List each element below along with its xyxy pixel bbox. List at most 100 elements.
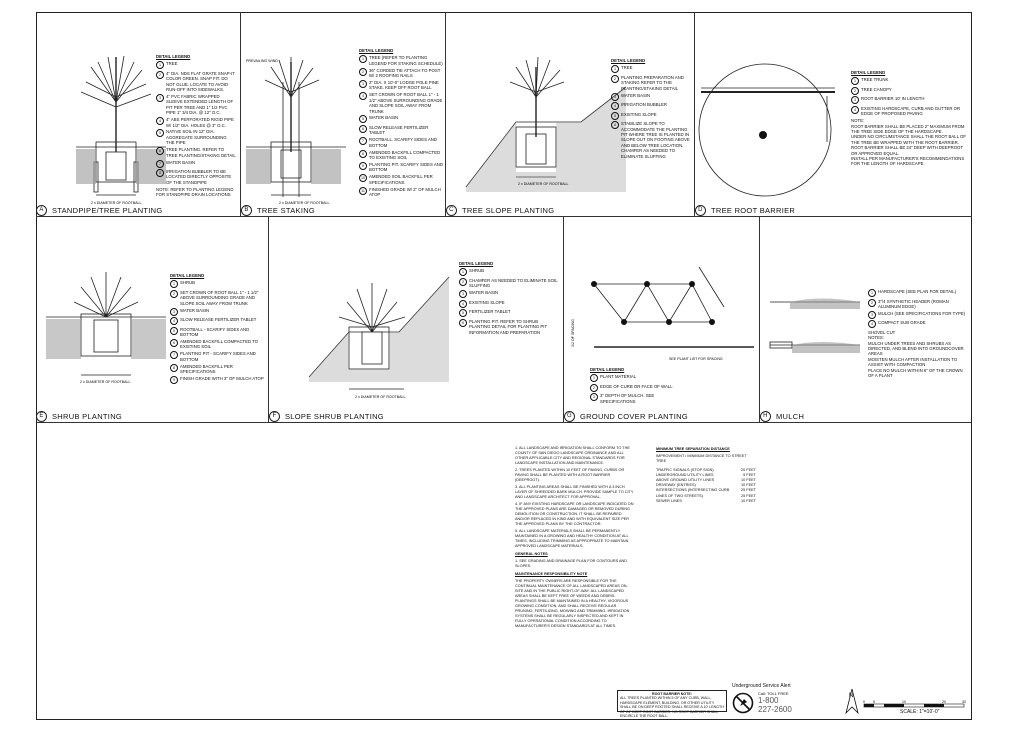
scale-tick: 10 [902, 700, 906, 704]
panel-f: 2 x DIAMETER OF ROOTBALL DETAIL LEGEND 1… [269, 217, 564, 423]
panel-h-title: H MULCH [760, 410, 804, 422]
separation-row: DRIVEWAY (ENTRIES)10 FEET [656, 483, 756, 488]
half-spacing-label: 1/2 OF SPACING [571, 319, 575, 347]
note: ROOT BARRIER SHALL BE 24" DEEP WITH DEEP… [851, 145, 963, 156]
panel-letter: F [269, 410, 280, 422]
separation-title: MINIMUM TREE SEPARATION DISTANCE [656, 447, 730, 451]
legend-item: 32" DIA. x 10'-0" LODGE POLE PINE STAKE.… [359, 80, 443, 91]
panel-title-text: TREE SLOPE PLANTING [462, 205, 555, 215]
scale-value: 1"=10'-0" [919, 709, 940, 715]
legend-title: DETAIL LEGEND [156, 54, 191, 59]
root-barrier-drawing [698, 63, 835, 197]
general-note: 4. IF ANY EXISTING HARDSCAPE OR LANDSCAP… [515, 502, 634, 526]
scale-tick: 20 [942, 700, 946, 704]
panel-c: 2 x DIAMETER OF ROOTBALL DETAIL LEGEND 1… [446, 12, 695, 217]
panel-a-dim: 2 x DIAMETER OF ROOTBALL [91, 201, 142, 205]
panel-e: 2 x DIAMETER OF ROOTBALL DETAIL LEGEND 1… [36, 217, 269, 423]
panel-g: 1/2 OF SPACING SEE PLANT LIST FOR SPACIN… [564, 217, 760, 423]
general-notes-heading: GENERAL NOTES [515, 552, 548, 556]
panel-title-text: SLOPE SHRUB PLANTING [285, 411, 384, 421]
ground-cover-drawing: 1/2 OF SPACING SEE PLANT LIST FOR SPACIN… [571, 266, 754, 361]
general-note: 2. TREES PLANTED WITHIN 10 FEET OF PAVIN… [515, 468, 625, 482]
panel-title-text: TREE ROOT BARRIER [711, 205, 796, 215]
panel-title-text: MULCH [776, 411, 805, 421]
panel-f-title: F SLOPE SHRUB PLANTING [269, 410, 384, 422]
north-label: N [849, 693, 853, 699]
legend-title: DETAIL LEGEND [170, 273, 205, 278]
panel-a: 2 x DIAMETER OF ROOTBALL DETAIL LEGEND 1… [36, 12, 241, 217]
panel-b-title: B TREE STAKING [241, 204, 315, 216]
scale-tick: 30 [962, 700, 966, 704]
graphic-scale: 0 5 10 20 30 SCALE: 1"=10'-0" [862, 700, 972, 718]
tree-staking-drawing: PREVAILING WIND 2 x DIAMETER OF ROOTBALL [246, 57, 346, 205]
panel-d-title: D TREE ROOT BARRIER [695, 204, 795, 216]
scale-label: SCALE: [900, 709, 918, 715]
panel-letter: B [241, 204, 252, 216]
legend-note: NOTE: REFER TO PLANTING LEGEND FOR STAND… [156, 186, 234, 198]
panel-c-title: C TREE SLOPE PLANTING [446, 204, 554, 216]
general-note: 5. ALL LANDSCAPE MATERIALS SHALL BE PERM… [515, 529, 629, 548]
panel-title-text: SHRUB PLANTING [52, 411, 123, 421]
root-barrier-note: ROOT BARRIER NOTE: ALL TREES PLANTED WIT… [617, 690, 727, 718]
tree-slope-drawing: 2 x DIAMETER OF ROOTBALL [465, 56, 627, 192]
drawing-sheet [36, 12, 972, 720]
legend-title: DETAIL LEGEND [590, 367, 625, 372]
panel-g-dim: SEE PLANT LIST FOR SPACING [669, 357, 723, 361]
panel-e-title: E SHRUB PLANTING [36, 410, 122, 422]
notes-label: NOTE: [851, 118, 865, 124]
panel-a-title: A STANDPIPE/TREE PLANTING [36, 204, 163, 216]
panel-letter: E [36, 410, 47, 422]
slope-shrub-drawing: 2 x DIAMETER OF ROOTBALL [308, 276, 450, 399]
prevailing-wind-label: PREVAILING WIND [246, 59, 278, 63]
panel-letter: G [564, 410, 575, 422]
root-barrier-note-text: ALL TREES PLANTED WITHIN 5 OF ANY CURB, … [620, 696, 724, 719]
usa-number-2: 227-2600 [758, 705, 792, 714]
no-dig-icon [732, 692, 754, 714]
tree-separation-table: MINIMUM TREE SEPARATION DISTANCE IMPROVE… [656, 444, 756, 504]
panel-title-text: GROUND COVER PLANTING [580, 411, 688, 421]
note: INSTALL PER MANUFACTURER'S RECOMMENDATIO… [851, 156, 965, 167]
panel-b: PREVAILING WIND 2 x DIAMETER OF ROOTBALL… [241, 12, 446, 217]
scale-bar: 0 5 10 20 30 [863, 700, 966, 708]
note: PLACE NO MULCH WITHIN 6" OF THE CROWN OF… [868, 367, 963, 379]
root-barrier-note-title: ROOT BARRIER NOTE: [652, 692, 692, 696]
